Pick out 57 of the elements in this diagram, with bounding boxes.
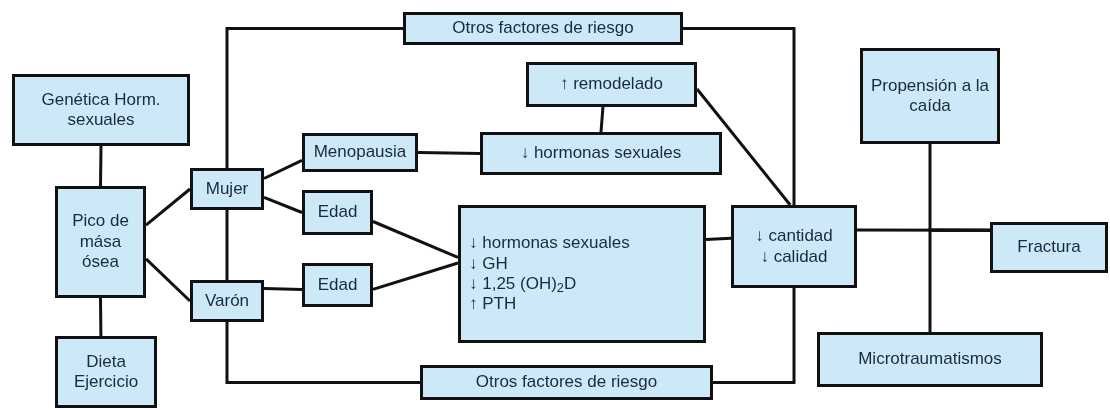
box-text: ↓ cantidad — [755, 226, 833, 247]
box-text: Genética Horm. sexuales — [40, 89, 162, 131]
connector-line — [225, 210, 229, 280]
connector-line — [713, 288, 796, 384]
box-text: Otros factores de riesgo — [475, 372, 658, 393]
box-text: ↑ remodelado — [560, 74, 663, 95]
connector-line — [372, 220, 459, 259]
process-box — [458, 205, 706, 343]
connector-line — [928, 228, 990, 332]
connector-line — [263, 158, 303, 180]
box-text: Menopausia — [313, 142, 407, 163]
process-box — [190, 168, 264, 210]
connector-line — [695, 88, 792, 206]
box-text: ↓ hormonas sexuales — [469, 233, 630, 254]
process-box — [990, 222, 1108, 273]
connector-line — [99, 145, 103, 187]
box-text: Otros factores de riesgo — [452, 18, 634, 39]
connector-line — [599, 106, 605, 133]
connector-line — [225, 27, 403, 168]
process-box — [190, 280, 264, 322]
box-text: Mujer — [205, 178, 249, 200]
box-text: ↓ hormonas sexuales — [520, 143, 682, 164]
box-text: ↓ GH — [469, 253, 508, 274]
box-text: Propensión a la caída — [869, 75, 991, 117]
box-text: Fractura — [1017, 237, 1081, 258]
box-text: Varón — [204, 290, 250, 312]
process-box — [420, 365, 713, 400]
connector-line — [705, 236, 732, 241]
box-text: Dieta Ejercicio — [72, 351, 140, 393]
process-box — [480, 132, 722, 175]
box-text: Edad — [317, 202, 358, 223]
process-box — [302, 263, 373, 307]
process-box — [860, 48, 1000, 144]
box-text: Edad — [317, 274, 358, 296]
process-box — [526, 62, 697, 107]
process-box — [302, 133, 418, 172]
connector-line — [144, 257, 192, 303]
connector-line — [683, 27, 796, 205]
connector-line — [263, 286, 303, 291]
process-box — [817, 332, 1043, 387]
process-box — [55, 336, 157, 408]
connector-line — [263, 196, 303, 214]
connector-line — [145, 187, 191, 227]
process-box — [403, 12, 683, 45]
box-text: ↓ calidad — [760, 246, 828, 267]
connector-line — [372, 261, 459, 291]
process-box — [12, 74, 190, 146]
box-text: Microtraumatismos — [858, 349, 1002, 370]
process-box — [731, 205, 857, 288]
box-text: ↑ PTH — [469, 294, 517, 315]
box-text: Pico de mása ósea — [71, 211, 130, 273]
process-box — [302, 190, 373, 235]
box-text: ↓ 1,25 (OH)$_{2}$D — [469, 274, 577, 295]
connector-line — [99, 298, 103, 336]
process-box — [55, 186, 146, 298]
connector-line — [417, 151, 481, 155]
connector-line — [225, 322, 420, 384]
